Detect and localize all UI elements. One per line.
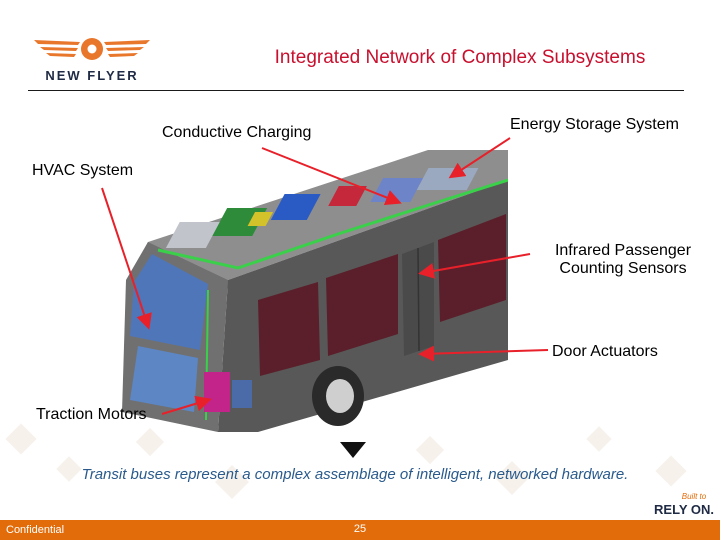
built-to-rely-on-badge: Built to RELY ON. xyxy=(654,492,714,517)
label-infrared-line1: Infrared Passenger xyxy=(554,242,692,259)
label-door-actuators: Door Actuators xyxy=(552,343,658,360)
title-divider xyxy=(28,90,684,91)
page-title: Integrated Network of Complex Subsystems xyxy=(274,47,646,68)
label-infrared-line2: Counting Sensors xyxy=(559,260,687,277)
badge-small-text: Built to xyxy=(682,492,707,501)
label-hvac: HVAC System xyxy=(32,162,134,179)
confidential-label: Confidential xyxy=(6,524,65,536)
label-conductive-charging: Conductive Charging xyxy=(162,124,312,141)
tagline: Transit buses represent a complex assemb… xyxy=(81,466,629,483)
bus-illustration xyxy=(122,150,508,432)
label-energy-storage: Energy Storage System xyxy=(510,116,679,133)
brand-wordmark: NEW FLYER xyxy=(45,68,138,83)
badge-big-text: RELY ON. xyxy=(654,502,714,517)
page-number: 25 xyxy=(353,523,367,535)
down-triangle-icon xyxy=(340,442,366,458)
footer-bar xyxy=(0,520,720,540)
label-traction-motors: Traction Motors xyxy=(36,406,147,423)
background-pattern xyxy=(5,423,687,499)
label-infrared: Infrared Passenger Counting Sensors xyxy=(540,242,706,278)
new-flyer-logo: NEW FLYER xyxy=(34,38,150,83)
